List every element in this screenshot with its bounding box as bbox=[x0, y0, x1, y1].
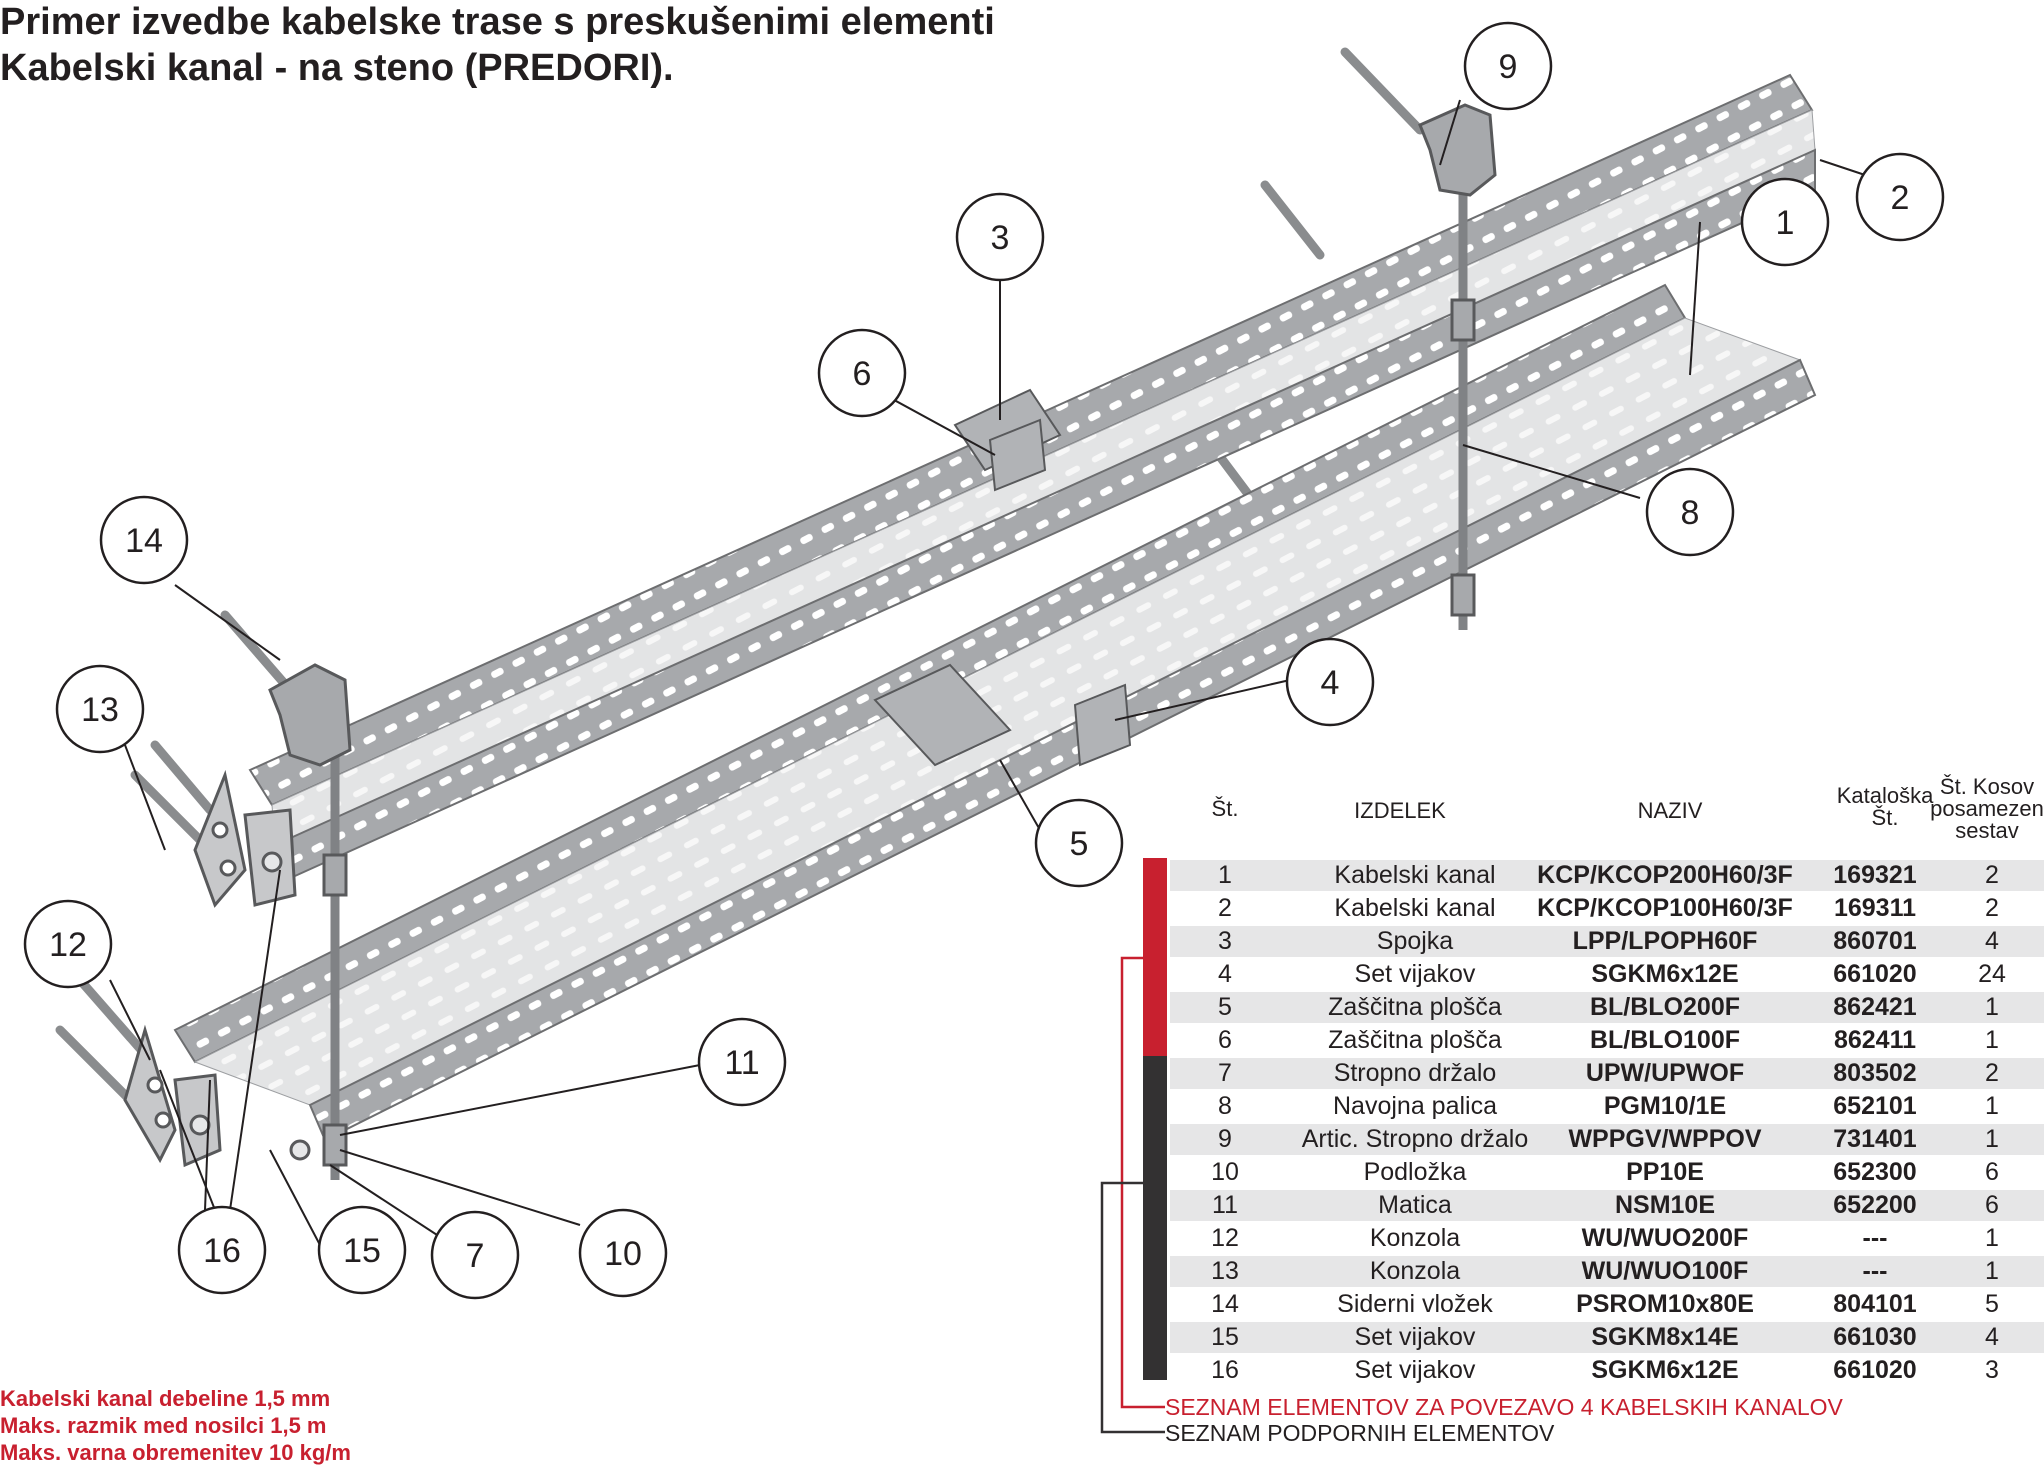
callout-16: 16 bbox=[177, 1205, 267, 1295]
callout-3: 3 bbox=[955, 192, 1045, 282]
callout-9: 9 bbox=[1463, 21, 1553, 111]
svg-text:2: 2 bbox=[1891, 179, 1910, 217]
callout-12: 12 bbox=[23, 899, 113, 989]
callout-6: 6 bbox=[817, 328, 907, 418]
header-no: Št. bbox=[1211, 796, 1239, 821]
spec-max-spacing: Maks. razmik med nosilci 1,5 m bbox=[0, 1413, 327, 1438]
header-name: NAZIV bbox=[1637, 798, 1703, 823]
legend-connection-elements: SEZNAM ELEMENTOV ZA POVEZAVO 4 KABELSKIH… bbox=[1165, 1394, 1843, 1420]
callout-1: 1 bbox=[1740, 177, 1830, 267]
callout-7: 7 bbox=[430, 1210, 520, 1300]
svg-text:11: 11 bbox=[724, 1044, 759, 1082]
svg-text:15: 15 bbox=[343, 1232, 381, 1270]
spec-thickness: Kabelski kanal debeline 1,5 mm bbox=[0, 1386, 331, 1411]
svg-text:5: 5 bbox=[1070, 825, 1089, 863]
svg-text:9: 9 bbox=[1499, 48, 1518, 86]
wall-anchor-bolts bbox=[55, 47, 1425, 1105]
callout-5: 5 bbox=[1034, 798, 1124, 888]
header-product: IZDELEK bbox=[1354, 798, 1446, 823]
table-group-markers bbox=[1100, 858, 1167, 1434]
ceiling-holders bbox=[268, 103, 1497, 1167]
legend-support-elements: SEZNAM PODPORNIH ELEMENTOV bbox=[1165, 1420, 1555, 1446]
svg-text:10: 10 bbox=[604, 1235, 642, 1273]
svg-text:1: 1 bbox=[1776, 204, 1795, 242]
svg-text:4: 4 bbox=[1321, 664, 1340, 702]
svg-text:3: 3 bbox=[991, 219, 1010, 257]
callout-11: 11 bbox=[697, 1017, 787, 1107]
callout-4: 4 bbox=[1285, 637, 1375, 727]
svg-text:16: 16 bbox=[203, 1232, 241, 1270]
svg-text:12: 12 bbox=[49, 926, 87, 964]
page-title: Primer izvedbe kabelske trase s preskuše… bbox=[0, 1, 995, 43]
callout-13: 13 bbox=[55, 664, 145, 754]
threaded-rods bbox=[330, 180, 1468, 1180]
callout-2: 2 bbox=[1855, 152, 1945, 242]
page-subtitle: Kabelski kanal - na steno (PREDORI). bbox=[0, 47, 674, 89]
tray-connector-plates bbox=[873, 388, 1132, 767]
callout-8: 8 bbox=[1645, 467, 1735, 557]
header-qty: Št. Kosov posamezen sestav bbox=[1930, 774, 2044, 843]
svg-text:8: 8 bbox=[1681, 494, 1700, 532]
specification-notes: Kabelski kanal debeline 1,5 mm Maks. raz… bbox=[0, 1385, 351, 1466]
wall-brackets bbox=[123, 769, 311, 1168]
svg-text:6: 6 bbox=[853, 355, 872, 393]
callout-14: 14 bbox=[99, 495, 189, 585]
callout-10: 10 bbox=[578, 1208, 668, 1298]
svg-text:14: 14 bbox=[125, 522, 163, 560]
header-catalog: Kataloška Št. bbox=[1836, 783, 1934, 830]
spec-max-load: Maks. varna obremenitev 10 kg/m bbox=[0, 1440, 351, 1465]
svg-text:13: 13 bbox=[81, 691, 119, 729]
callout-15: 15 bbox=[317, 1205, 407, 1295]
svg-text:7: 7 bbox=[466, 1237, 485, 1275]
